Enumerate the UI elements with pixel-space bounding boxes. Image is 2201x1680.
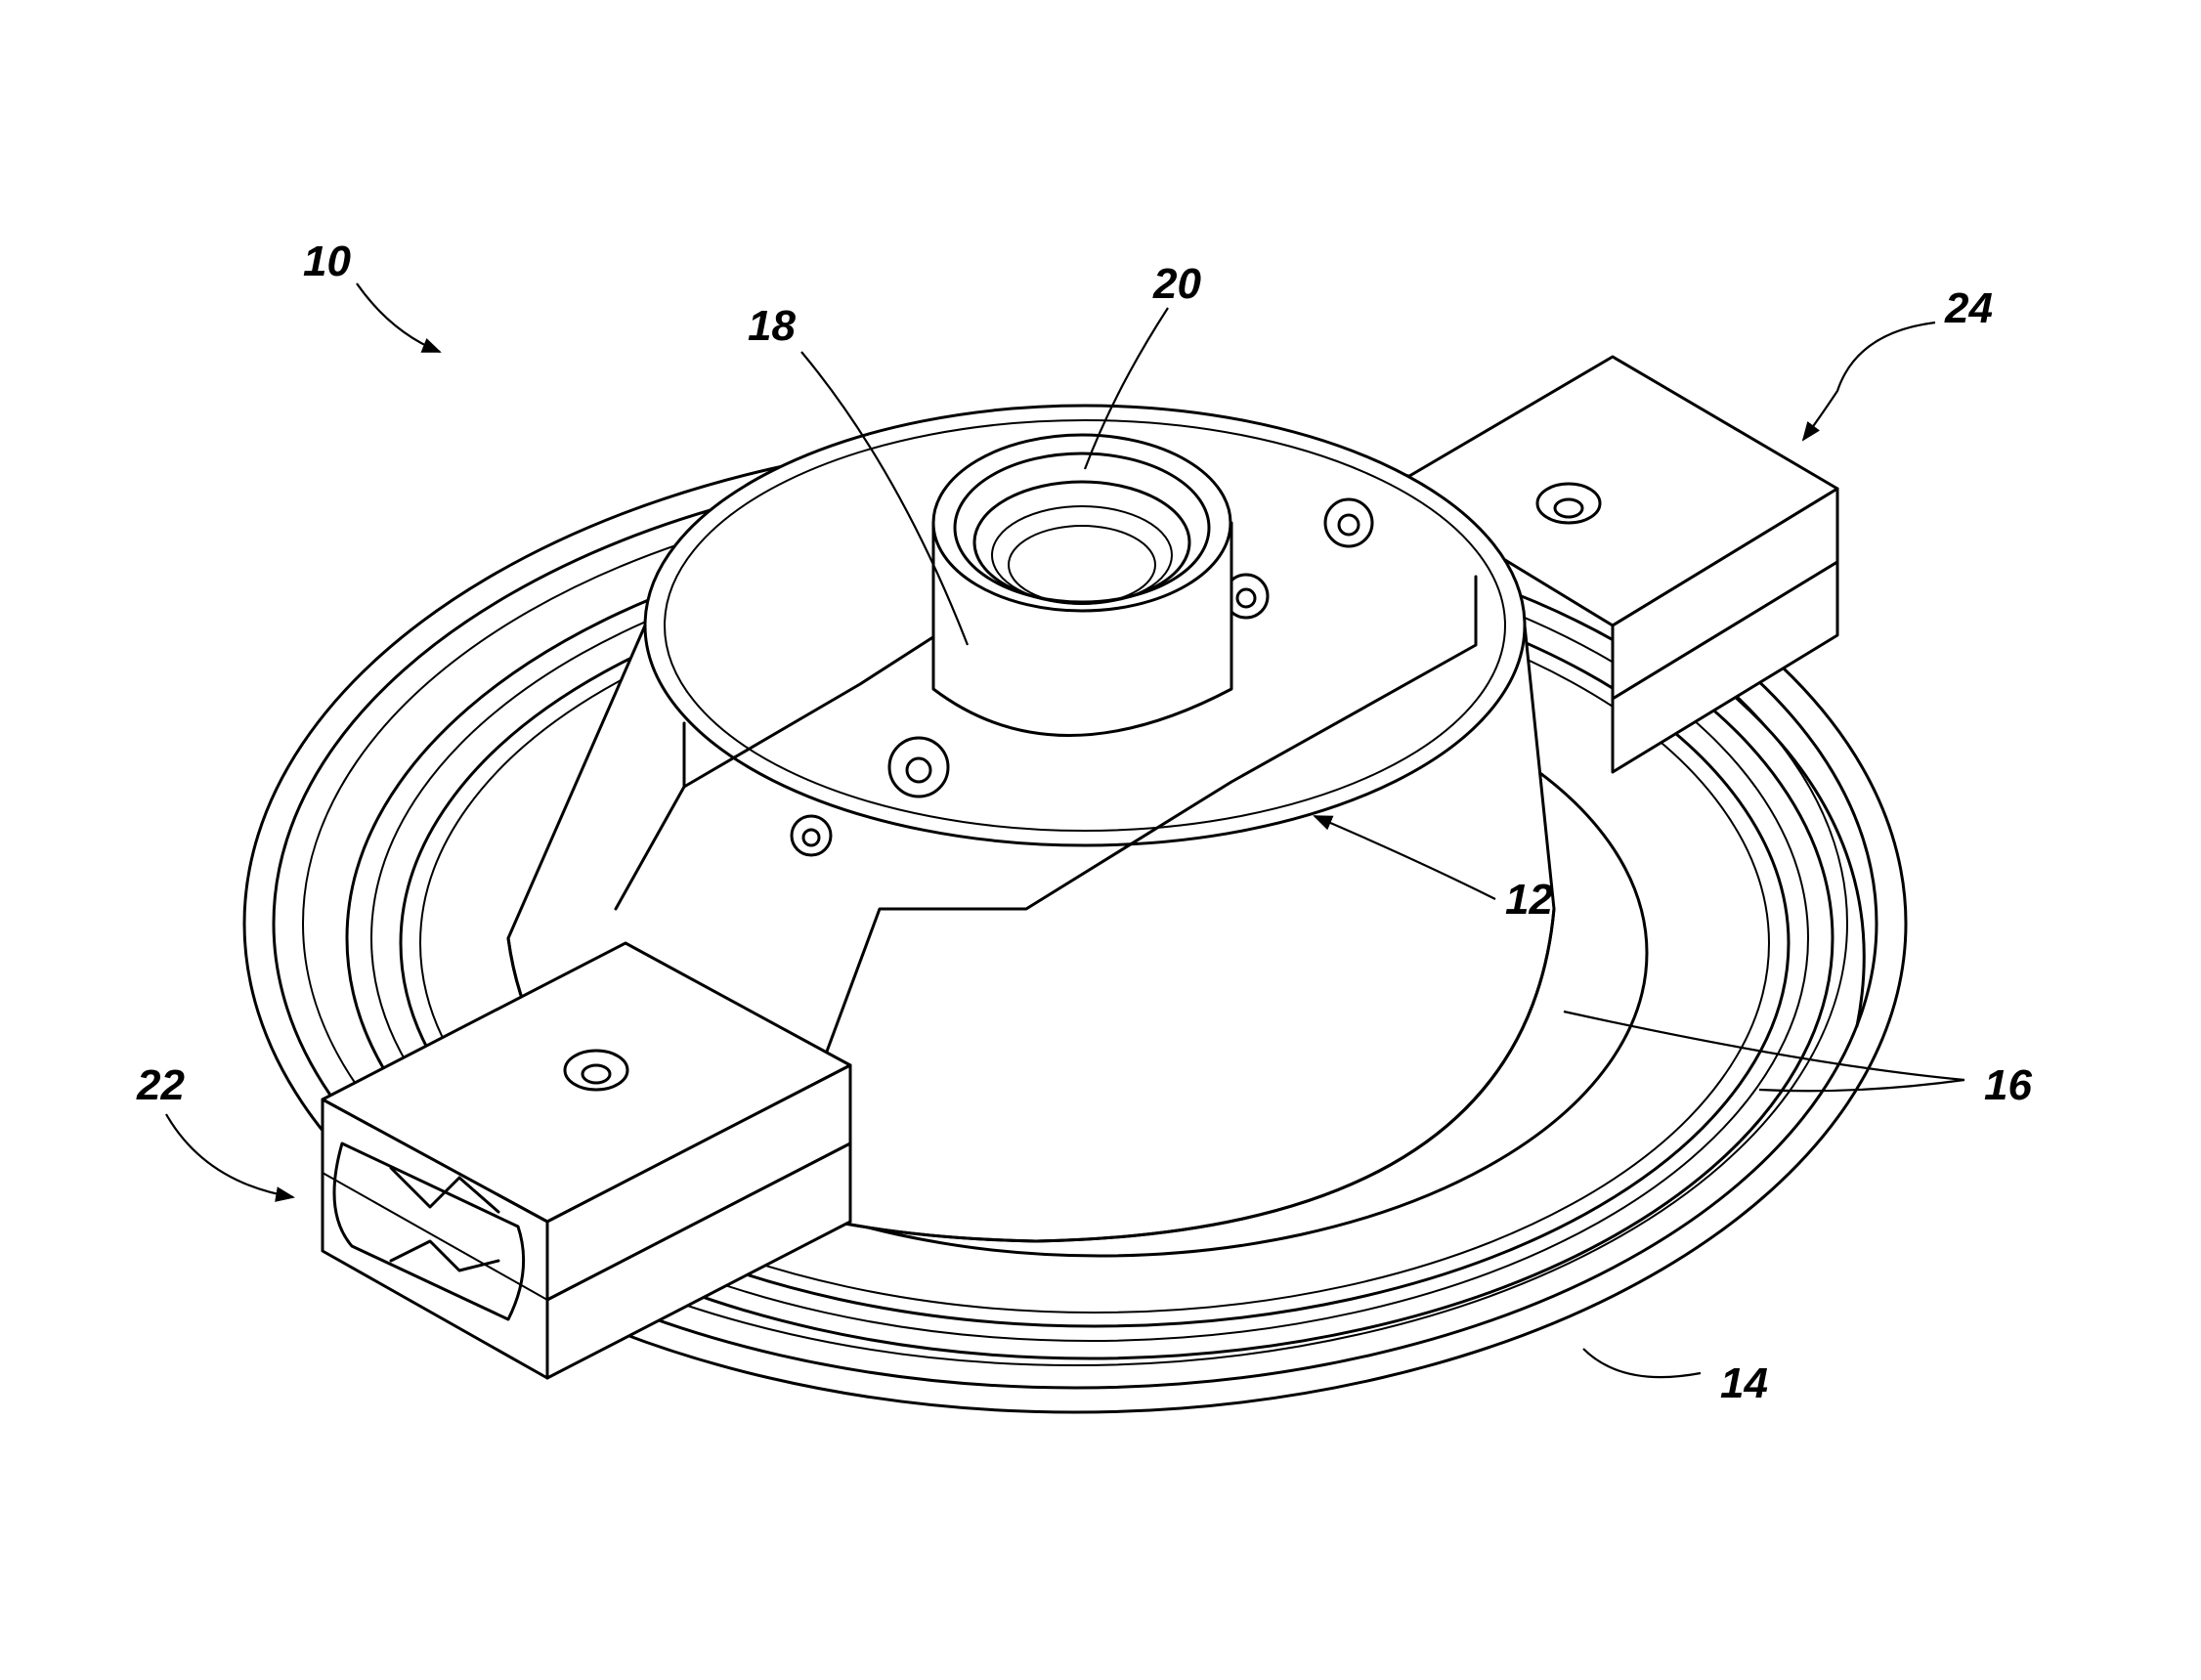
ref-20: 20: [1152, 260, 1201, 308]
ref-10: 10: [303, 237, 351, 285]
ref-14: 14: [1720, 1359, 1768, 1407]
leader-24: [1803, 323, 1935, 440]
ref-18: 18: [748, 302, 796, 350]
ref-16: 16: [1984, 1061, 2032, 1109]
ref-12: 12: [1505, 876, 1553, 924]
boss: [933, 435, 1231, 736]
ref-22: 22: [136, 1061, 185, 1109]
leader-10: [357, 283, 440, 352]
leader-22: [166, 1114, 293, 1197]
ref-24: 24: [1944, 284, 1993, 332]
leader-14: [1583, 1349, 1701, 1377]
